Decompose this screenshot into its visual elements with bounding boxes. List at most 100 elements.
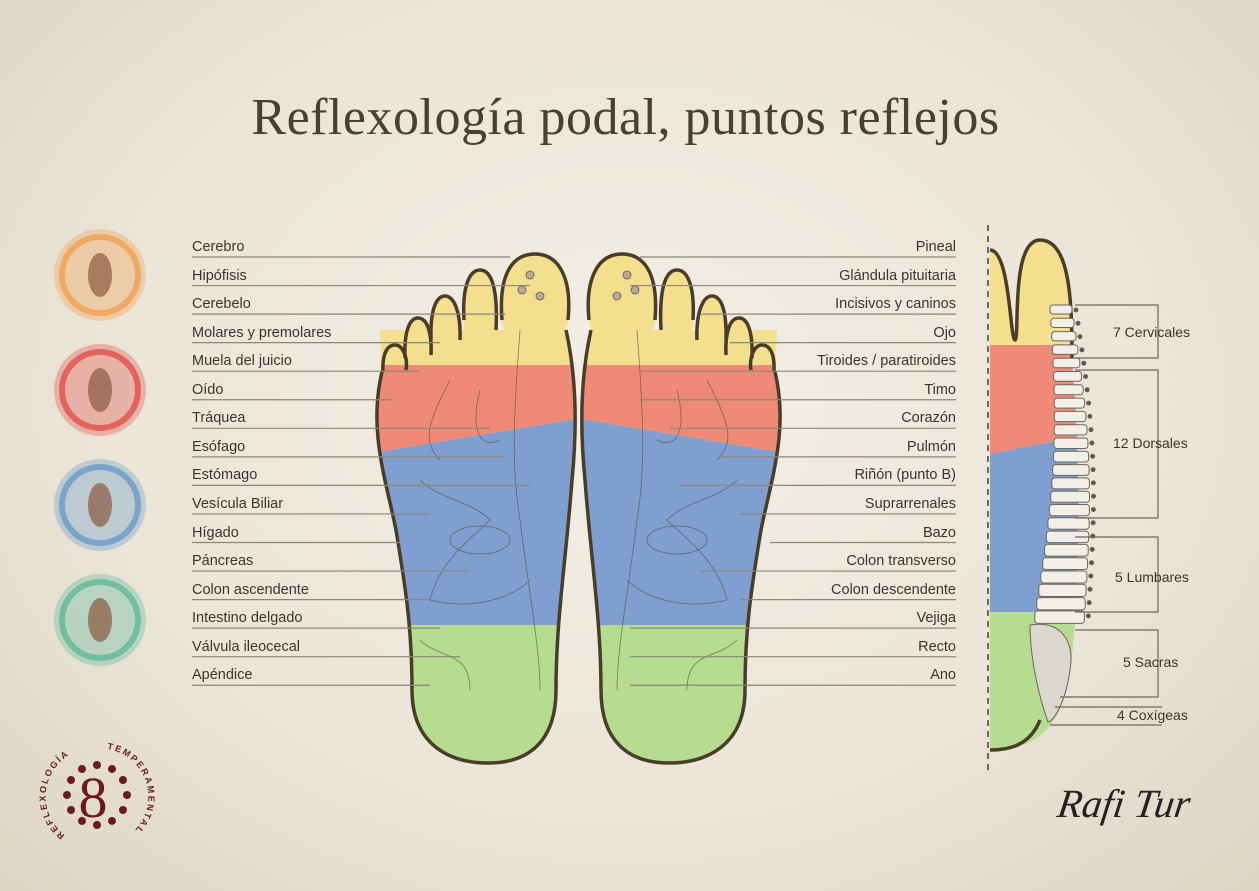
vertebra-dot <box>1086 600 1092 606</box>
vertebra-dot <box>1077 334 1083 340</box>
vertebra <box>1038 583 1087 597</box>
figure-icon <box>88 598 112 642</box>
spine-panel <box>987 225 1162 770</box>
drop-icon <box>63 791 71 799</box>
abdomen-zone <box>376 415 576 625</box>
vertebra-dot <box>1084 387 1090 393</box>
label-right-1: Glándula pituitaria <box>839 267 956 284</box>
vertebra-dot <box>1088 427 1094 433</box>
vertebra <box>1050 490 1090 503</box>
vertebra <box>1048 504 1090 517</box>
organ-sketch <box>419 329 541 691</box>
big-toe <box>499 252 571 321</box>
spine-label-4: 4 Coxígeas <box>1117 707 1188 723</box>
vertebra-dot <box>1090 493 1096 499</box>
drop-icon <box>78 816 86 825</box>
label-left-0: Cerebro <box>192 239 245 255</box>
spine-label-3: 5 Sacras <box>1123 654 1179 670</box>
drop-icon <box>108 765 116 774</box>
vertebra <box>1053 437 1089 449</box>
spine-label-0: 7 Cervicales <box>1113 324 1191 340</box>
label-right-12: Colon descendente <box>831 581 956 598</box>
label-left-8: Estómago <box>192 467 258 484</box>
vertebra-dot <box>1090 507 1096 512</box>
title-text: Reflexología podal, puntos reflejos <box>251 89 1000 146</box>
water-emblem-ring <box>59 464 141 546</box>
vertebra <box>1053 397 1086 409</box>
label-right-7: Pulmón <box>906 438 956 455</box>
signature: Rafi Tur <box>1054 781 1194 826</box>
spine-brackets <box>1050 304 1162 726</box>
drop-icon <box>67 806 76 814</box>
vertebra-dot <box>1090 467 1096 473</box>
vertebra-dot <box>1089 546 1095 552</box>
vertebra <box>1051 331 1077 342</box>
vertebra-dot <box>1075 320 1081 326</box>
label-right-8: Riñón (punto B) <box>854 467 956 484</box>
label-left-2: Cerebelo <box>192 296 251 313</box>
earth-emblem-ring <box>59 579 141 661</box>
vertebra <box>1053 410 1087 423</box>
drop-icon <box>123 791 131 799</box>
chest-zone <box>376 365 576 455</box>
logo-eight: 8 <box>79 765 108 830</box>
vertebra-dot <box>1085 613 1091 619</box>
vertebra <box>1040 570 1088 584</box>
left-foot <box>375 252 577 765</box>
vertebra <box>1047 517 1090 530</box>
vertebra-dot <box>1087 413 1093 419</box>
vertebra-dot <box>1079 347 1085 353</box>
label-left-5: Oído <box>192 381 224 398</box>
label-right-0: Pineal <box>915 239 956 255</box>
vertebra-dot <box>1088 573 1094 579</box>
vertebra-dot <box>1090 453 1096 459</box>
label-right-6: Corazón <box>901 410 956 427</box>
vertebra-dot <box>1073 307 1079 313</box>
drop-icon <box>78 765 86 774</box>
vertebra-dot <box>1089 440 1095 446</box>
label-right-3: Ojo <box>933 324 956 341</box>
page-title: Reflexología podal, puntos reflejos <box>0 88 1259 147</box>
drop-icon <box>93 761 101 769</box>
label-left-7: Esófago <box>192 438 246 455</box>
vertebra-dot <box>1087 586 1093 592</box>
label-left-3: Molares y premolares <box>192 324 332 341</box>
spine-label-2: 5 Lumbares <box>1115 569 1189 585</box>
vertebra-dot <box>1081 360 1087 366</box>
vertebra <box>1053 384 1084 396</box>
vertebra <box>1053 371 1083 382</box>
label-right-9: Suprarrenales <box>864 495 956 512</box>
drop-icon <box>93 821 101 829</box>
vertebra <box>1051 477 1090 490</box>
label-right-13: Vejiga <box>916 610 956 627</box>
vertebra <box>1052 357 1081 369</box>
vertebra <box>1044 543 1089 557</box>
label-left-15: Apéndice <box>192 667 253 684</box>
label-right-14: Recto <box>918 638 956 655</box>
vertebra <box>1036 597 1086 611</box>
label-left-12: Colon ascendente <box>192 581 309 598</box>
vertebra <box>1050 317 1075 328</box>
label-left-14: Válvula ileocecal <box>192 638 301 655</box>
drop-icon <box>108 816 116 825</box>
vertebra <box>1051 344 1079 355</box>
drop-icon <box>118 776 127 784</box>
drop-icon <box>118 806 127 814</box>
label-right-11: Colon transverso <box>846 553 956 570</box>
fire-air-emblem-ring <box>59 234 141 316</box>
vertebra-dot <box>1089 560 1095 566</box>
label-right-2: Incisivos y caninos <box>835 296 956 313</box>
label-left-6: Tráquea <box>192 410 246 427</box>
temperament-emblems <box>54 229 146 666</box>
vertebrae <box>1034 304 1096 624</box>
label-left-1: Hipófisis <box>192 267 247 284</box>
vertebra <box>1053 424 1088 436</box>
vertebra <box>1049 304 1073 315</box>
label-right-15: Ano <box>930 667 956 684</box>
label-right-5: Timo <box>924 381 956 398</box>
label-right-4: Tiroides / paratiroides <box>817 353 956 370</box>
label-left-11: Páncreas <box>192 553 254 570</box>
vertebra <box>1034 610 1085 624</box>
figure-icon <box>88 483 112 527</box>
